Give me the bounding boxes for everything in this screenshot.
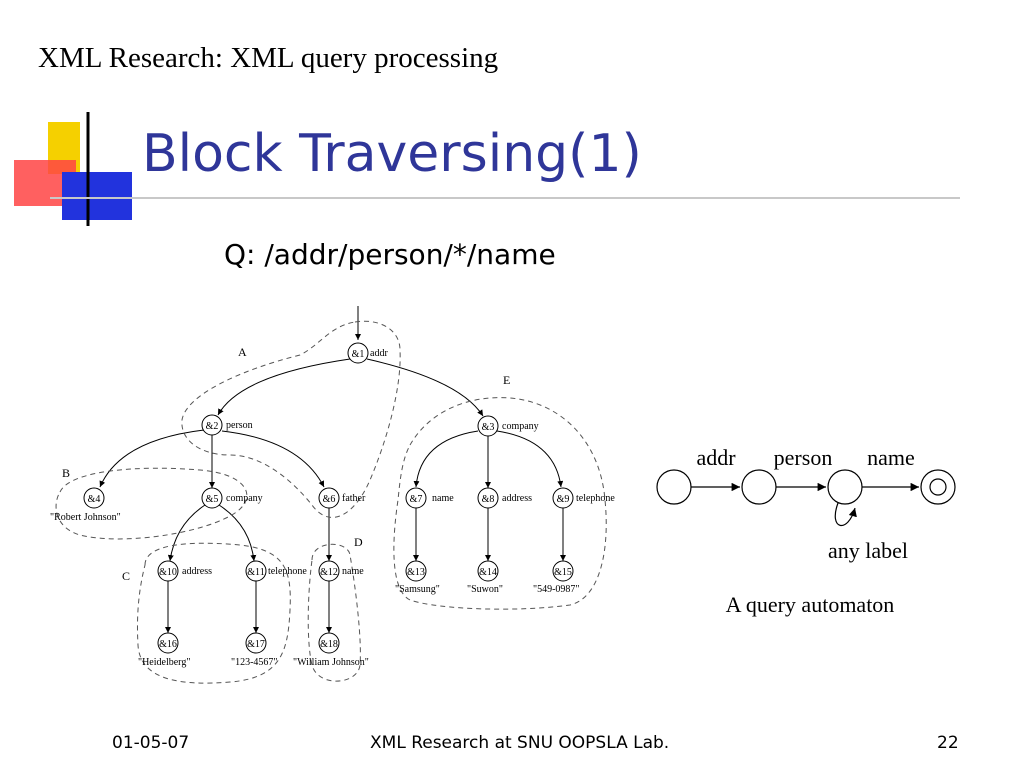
node-10-circle bbox=[157, 560, 179, 582]
slide-title: Block Traversing(1) bbox=[142, 124, 642, 184]
edge-1-3 bbox=[366, 358, 484, 417]
edge-5-11 bbox=[218, 504, 257, 562]
node-17-circle bbox=[245, 632, 267, 654]
self-loop-arrow bbox=[834, 502, 857, 527]
edge-2-4 bbox=[99, 429, 205, 488]
value-heidelberg: "Heidelberg" bbox=[138, 657, 190, 668]
node-5-label: company bbox=[226, 493, 263, 504]
node-3-label: company bbox=[502, 421, 539, 432]
node-6-circle bbox=[318, 487, 340, 509]
node-10-id: &10 bbox=[159, 567, 177, 578]
block-e-label: E bbox=[503, 373, 510, 387]
node-9-circle bbox=[552, 487, 574, 509]
block-c-label: C bbox=[122, 569, 130, 583]
automaton-state-1 bbox=[741, 469, 777, 505]
automaton-state-2 bbox=[827, 469, 863, 505]
node-7-label: name bbox=[432, 493, 454, 504]
node-18-circle bbox=[318, 632, 340, 654]
edge-3-7 bbox=[413, 430, 479, 488]
node-16-circle bbox=[157, 632, 179, 654]
node-4-id: &4 bbox=[88, 494, 101, 505]
footer-date: 01-05-07 bbox=[112, 733, 190, 753]
node-15-circle bbox=[552, 560, 574, 582]
value-william-johnson: "William Johnson" bbox=[293, 657, 369, 668]
node-2-label: person bbox=[226, 420, 253, 431]
query-expression: Q: /addr/person/*/name bbox=[224, 238, 556, 271]
automaton-caption: A query automaton bbox=[726, 592, 895, 617]
node-7-id: &7 bbox=[410, 494, 423, 505]
edge-5-10 bbox=[167, 504, 206, 562]
edge-3-9 bbox=[496, 430, 564, 488]
node-18-id: &18 bbox=[320, 639, 338, 650]
block-b-label: B bbox=[62, 466, 70, 480]
deco-blue-square bbox=[62, 172, 132, 220]
node-10-label: address bbox=[182, 566, 212, 577]
node-8-id: &8 bbox=[482, 494, 495, 505]
transition-person-label: person bbox=[774, 445, 833, 470]
node-13-id: &13 bbox=[407, 567, 425, 578]
automaton-state-0 bbox=[656, 469, 692, 505]
node-12-circle bbox=[318, 560, 340, 582]
node-12-id: &12 bbox=[320, 567, 338, 578]
block-e-outline bbox=[393, 397, 607, 610]
node-7-circle bbox=[405, 487, 427, 509]
node-14-circle bbox=[477, 560, 499, 582]
self-loop-label: any label bbox=[828, 538, 908, 563]
slide-subtitle: XML Research: XML query processing bbox=[38, 42, 499, 74]
node-8-circle bbox=[477, 487, 499, 509]
block-b-outline bbox=[55, 467, 248, 540]
value-phone-123: "123-4567" bbox=[231, 657, 278, 668]
node-6-label: father bbox=[342, 493, 366, 504]
node-9-label: telephone bbox=[576, 493, 615, 504]
block-a-label: A bbox=[238, 345, 247, 359]
node-2-circle bbox=[201, 414, 223, 436]
node-2-id: &2 bbox=[206, 421, 219, 432]
node-13-circle bbox=[405, 560, 427, 582]
footer-center-text: XML Research at SNU OOPSLA Lab. bbox=[370, 733, 670, 753]
edge-2-6 bbox=[221, 430, 325, 488]
node-3-circle bbox=[477, 415, 499, 437]
node-15-id: &15 bbox=[554, 567, 572, 578]
node-4-circle bbox=[83, 487, 105, 509]
node-3-id: &3 bbox=[482, 422, 495, 433]
value-phone-549: "549-0987" bbox=[533, 584, 580, 595]
node-11-circle bbox=[245, 560, 267, 582]
node-11-id: &11 bbox=[247, 567, 264, 578]
node-1-label: addr bbox=[370, 348, 388, 359]
automaton-state-final-inner bbox=[929, 478, 947, 496]
block-d-label: D bbox=[354, 535, 363, 549]
node-17-id: &17 bbox=[247, 639, 265, 650]
transition-addr-label: addr bbox=[696, 445, 736, 470]
node-8-label: address bbox=[502, 493, 532, 504]
node-12-label: name bbox=[342, 566, 364, 577]
block-c-outline bbox=[137, 542, 291, 684]
block-a-outline bbox=[181, 320, 401, 518]
transition-name-label: name bbox=[867, 445, 915, 470]
node-9-id: &9 bbox=[557, 494, 570, 505]
node-5-circle bbox=[201, 487, 223, 509]
title-decoration bbox=[14, 112, 960, 226]
edge-1-2 bbox=[217, 358, 351, 416]
value-robert-johnson: "Robert Johnson" bbox=[50, 512, 121, 523]
node-5-id: &5 bbox=[206, 494, 219, 505]
node-14-id: &14 bbox=[479, 567, 497, 578]
node-6-id: &6 bbox=[323, 494, 336, 505]
node-1-circle bbox=[347, 342, 369, 364]
node-16-id: &16 bbox=[159, 639, 177, 650]
node-1-id: &1 bbox=[352, 349, 365, 360]
footer-page-number: 22 bbox=[937, 733, 959, 753]
value-samsung: "Samsung" bbox=[395, 584, 440, 595]
value-suwon: "Suwon" bbox=[467, 584, 503, 595]
node-11-label: telephone bbox=[268, 566, 307, 577]
